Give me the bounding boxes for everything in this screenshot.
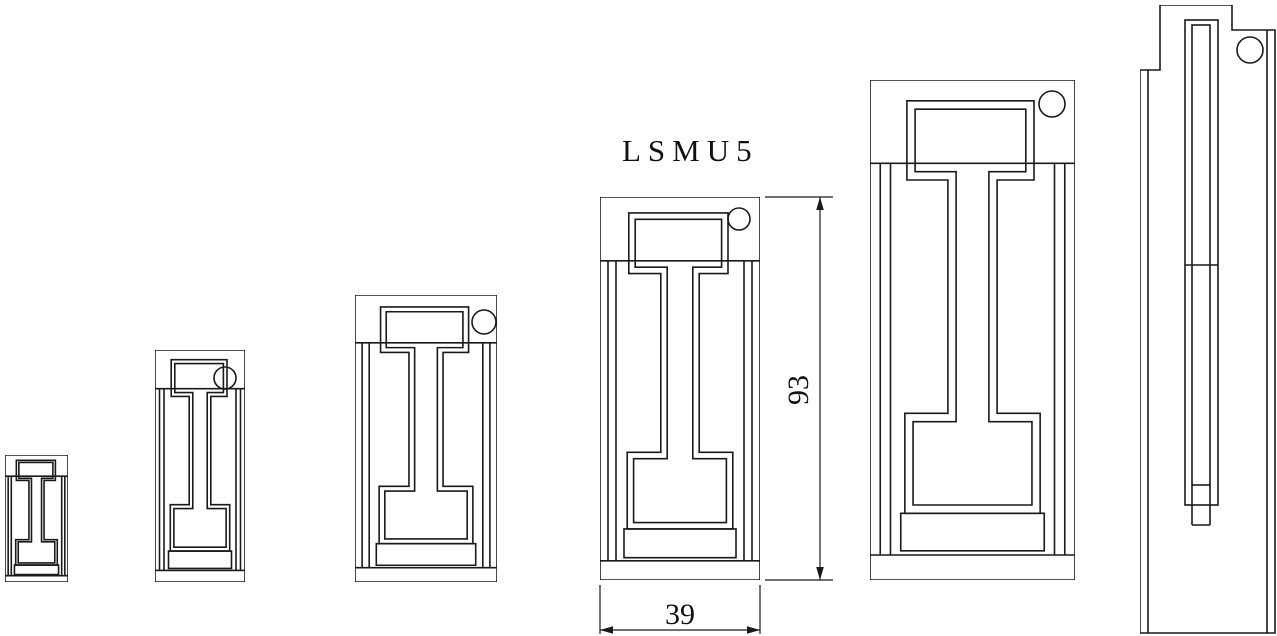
part-view-5 — [870, 80, 1075, 580]
part-number-label: LSMU5 — [622, 133, 759, 168]
part-view-3 — [355, 295, 497, 582]
mounting-hole-icon — [727, 207, 751, 231]
height-dimension-label: 93 — [782, 375, 815, 405]
part-view-6 — [1140, 5, 1276, 634]
width-dimension-label: 39 — [665, 598, 695, 631]
part-view-4-dimensioned — [600, 197, 760, 580]
arrowhead-right-icon — [747, 626, 760, 634]
arrowhead-up-icon — [816, 197, 824, 210]
arrowhead-left-icon — [600, 626, 613, 634]
part-view-2 — [155, 350, 245, 582]
arrowhead-down-icon — [816, 567, 824, 580]
mounting-hole-icon — [1038, 90, 1066, 118]
mounting-hole-icon — [471, 309, 497, 335]
mounting-hole-icon — [1236, 36, 1264, 64]
mounting-hole-icon — [213, 366, 237, 390]
